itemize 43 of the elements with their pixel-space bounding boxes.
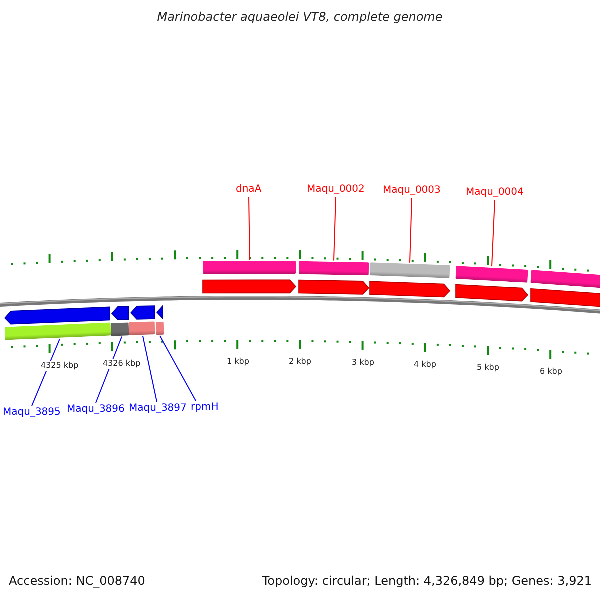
gene-label: Maqu_0002 [307,184,365,196]
scale-label: 4 kbp [414,360,436,370]
gene-label: Maqu_3897 [129,403,187,415]
scale-label: 4325 kbp [41,361,79,372]
scale-label: 3 kbp [352,358,374,368]
gene-bar [110,322,130,336]
gene-label: Maqu_3896 [67,404,125,416]
title: Marinobacter aquaeolei VT8, complete genome [156,10,444,24]
scale-label: 1 kbp [227,357,250,368]
gene-bar [530,270,600,288]
gene-label: Maqu_3895 [3,407,61,419]
gene-segment [298,280,370,295]
gene-bar [4,322,112,340]
leader-line [492,200,496,268]
gene-label: dnaA [236,184,262,196]
leader-line [32,338,60,406]
leader-line [160,335,196,402]
gene-bar [203,261,296,274]
gene-bar [456,266,528,282]
gene-bar [128,322,156,336]
gene-label: Maqu_0003 [383,185,441,197]
leader-line [248,196,250,260]
footer-text: Topology: circular; Length: 4,326,849 bp; Genes: 3,921 [262,574,592,588]
gene-segment [202,280,297,294]
gene-bar [370,262,450,278]
gene-bar [156,322,164,335]
gene-segment [370,281,451,298]
leader-line [334,196,336,262]
gene-segment [111,306,130,320]
gene-segment [530,288,600,308]
leader-line [142,336,158,402]
gene-bar [298,261,370,276]
leader-line [410,198,412,264]
gene-segment [456,284,529,302]
gene-label: Maqu_0004 [466,187,524,199]
leader-line [96,336,122,404]
scale-label: 6 kbp [540,367,562,378]
scale-label: 4326 kbp [103,358,141,369]
gene-label: rpmH [191,402,219,414]
scale-label: 2 kbp [289,357,312,368]
scale-label: 5 kbp [477,363,500,374]
gene-segment [156,305,164,320]
footer-text: Accession: NC_008740 [9,574,146,588]
